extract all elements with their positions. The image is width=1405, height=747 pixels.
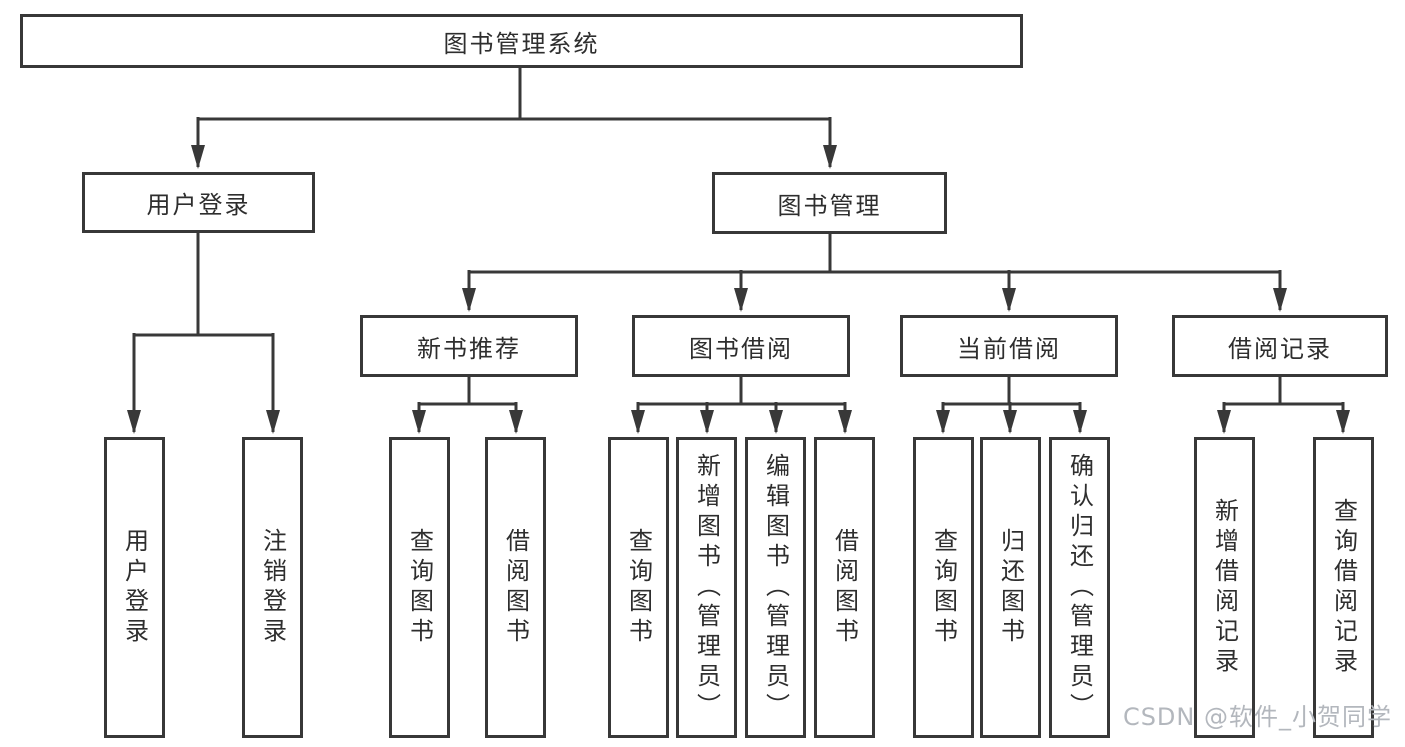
leaf-borrow-books-borrowing: 借阅图书 [814,437,875,738]
csdn-watermark: CSDN @软件_小贺同学 [1122,703,1392,731]
leaf-label: 用户登录 [120,527,149,648]
leaf-label: 新增借阅记录 [1210,497,1239,678]
leaf-label: 新增图书（管理员） [692,452,721,723]
leaf-query-books-borrowing: 查询图书 [608,437,669,738]
node-library-system: 图书管理系统 [20,14,1023,68]
leaf-query-books-recommend: 查询图书 [389,437,450,738]
leaf-add-borrow-record: 新增借阅记录 [1194,437,1255,738]
leaf-query-books-current: 查询图书 [913,437,974,738]
node-new-book-recommend: 新书推荐 [360,315,578,377]
leaf-edit-book-admin: 编辑图书（管理员） [745,437,806,738]
leaf-label: 借阅图书 [501,527,530,648]
node-current-borrowing: 当前借阅 [900,315,1118,377]
node-user-login: 用户登录 [82,172,315,233]
leaf-return-books: 归还图书 [980,437,1041,738]
leaf-label: 归还图书 [996,527,1025,648]
leaf-confirm-return-admin: 确认归还（管理员） [1049,437,1110,738]
node-borrowing-records: 借阅记录 [1172,315,1388,377]
leaf-add-book-admin: 新增图书（管理员） [676,437,737,738]
node-book-management: 图书管理 [712,172,947,234]
leaf-borrow-books-recommend: 借阅图书 [485,437,546,738]
leaf-label: 查询图书 [624,527,653,648]
leaf-label: 注销登录 [258,527,287,648]
leaf-label: 确认归还（管理员） [1065,452,1094,723]
node-book-borrowing: 图书借阅 [632,315,850,377]
leaf-query-borrow-record: 查询借阅记录 [1313,437,1374,738]
leaf-user-login: 用户登录 [104,437,165,738]
leaf-label: 查询图书 [929,527,958,648]
leaf-label: 查询借阅记录 [1329,497,1358,678]
leaf-logout: 注销登录 [242,437,303,738]
leaf-label: 查询图书 [405,527,434,648]
leaf-label: 编辑图书（管理员） [761,452,790,723]
leaf-label: 借阅图书 [830,527,859,648]
